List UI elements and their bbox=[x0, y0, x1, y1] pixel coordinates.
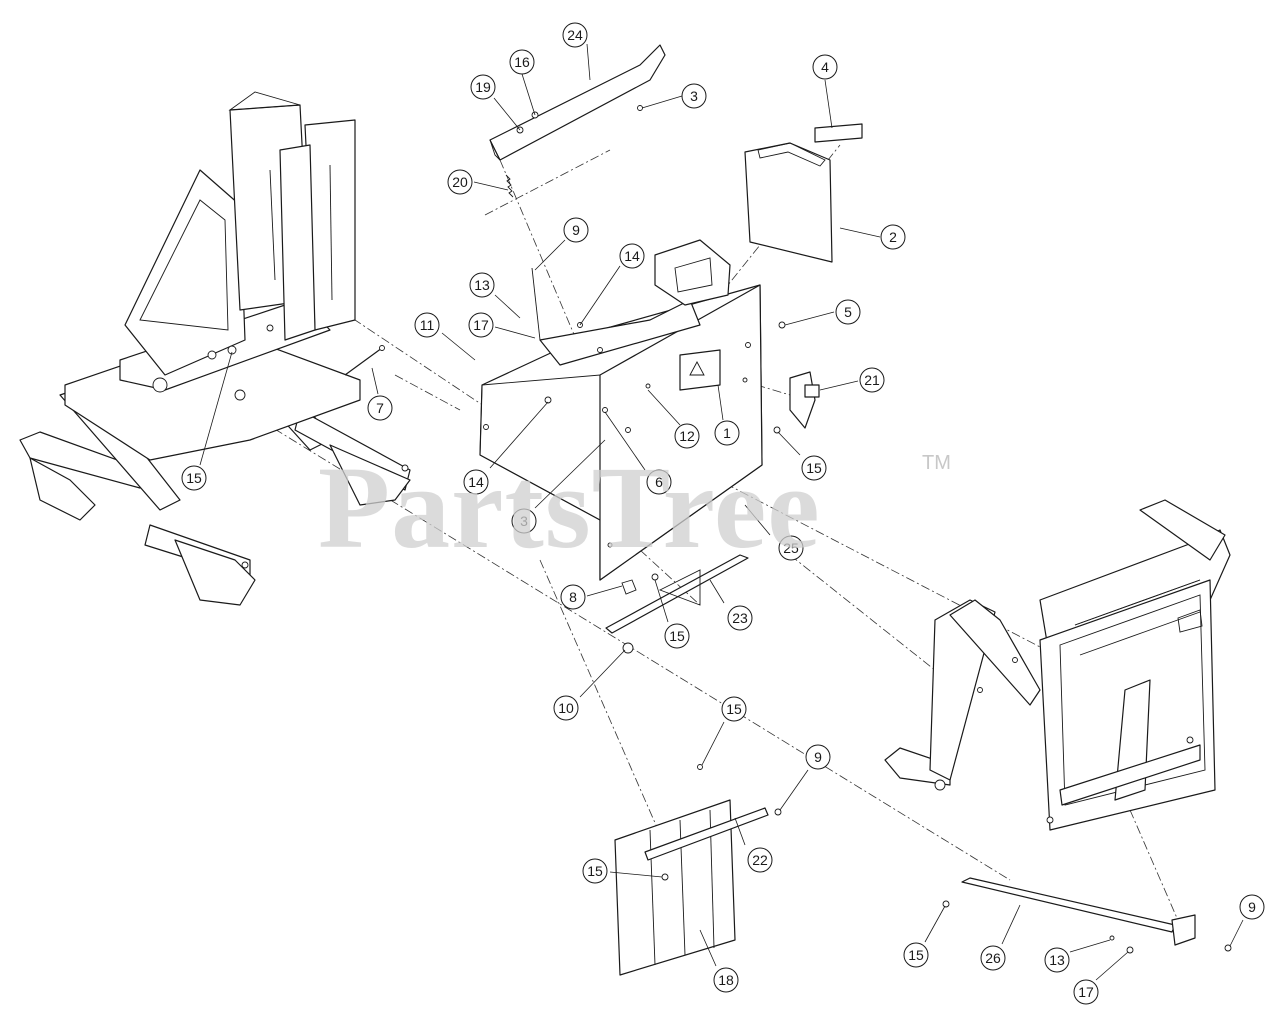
callout-9: 9 bbox=[1239, 894, 1265, 920]
callout-18: 18 bbox=[713, 967, 739, 993]
main-frame-assembly bbox=[19, 91, 411, 606]
svg-text:22: 22 bbox=[752, 852, 768, 868]
callout-14: 14 bbox=[619, 243, 645, 269]
svg-text:13: 13 bbox=[474, 277, 490, 293]
callout-11: 11 bbox=[414, 312, 440, 338]
callout-20: 20 bbox=[447, 169, 473, 195]
svg-text:9: 9 bbox=[1248, 899, 1256, 915]
svg-text:26: 26 bbox=[985, 950, 1001, 966]
svg-text:15: 15 bbox=[186, 470, 202, 486]
svg-text:15: 15 bbox=[669, 628, 685, 644]
bracket bbox=[773, 321, 820, 434]
svg-text:25: 25 bbox=[783, 540, 799, 556]
svg-text:24: 24 bbox=[567, 27, 583, 43]
callout-2: 2 bbox=[880, 224, 906, 250]
svg-text:6: 6 bbox=[655, 474, 663, 490]
pivot-rod bbox=[605, 554, 749, 654]
callout-13: 13 bbox=[1044, 947, 1070, 973]
svg-text:3: 3 bbox=[520, 513, 528, 529]
callout-14: 14 bbox=[463, 469, 489, 495]
side-panel-2 bbox=[744, 142, 833, 263]
callout-5: 5 bbox=[835, 299, 861, 325]
bottom-brace bbox=[942, 877, 1232, 954]
partstree-watermark: PartsTree bbox=[318, 442, 821, 573]
callout-1: 1 bbox=[714, 420, 740, 446]
callout-8: 8 bbox=[560, 584, 586, 610]
svg-text:15: 15 bbox=[908, 947, 924, 963]
svg-text:15: 15 bbox=[587, 863, 603, 879]
svg-text:15: 15 bbox=[726, 701, 742, 717]
svg-text:21: 21 bbox=[864, 372, 880, 388]
callout-3: 3 bbox=[681, 83, 707, 109]
callout-9: 9 bbox=[563, 217, 589, 243]
callout-7: 7 bbox=[367, 395, 393, 421]
callout-15: 15 bbox=[721, 696, 747, 722]
callout-21: 21 bbox=[859, 367, 885, 393]
svg-text:23: 23 bbox=[732, 610, 748, 626]
svg-text:9: 9 bbox=[572, 222, 580, 238]
leader-lines bbox=[199, 43, 1244, 981]
callout-10: 10 bbox=[553, 695, 579, 721]
spring bbox=[505, 174, 514, 198]
callout-15: 15 bbox=[582, 858, 608, 884]
callout-23: 23 bbox=[727, 605, 753, 631]
callout-15: 15 bbox=[664, 623, 690, 649]
svg-text:17: 17 bbox=[473, 317, 489, 333]
svg-text:14: 14 bbox=[624, 248, 640, 264]
operator-guard-assembly bbox=[884, 499, 1231, 831]
callout-22: 22 bbox=[747, 847, 773, 873]
callout-9: 9 bbox=[805, 744, 831, 770]
svg-text:2: 2 bbox=[889, 229, 897, 245]
svg-text:11: 11 bbox=[420, 317, 435, 333]
svg-text:3: 3 bbox=[690, 88, 698, 104]
callout-13: 13 bbox=[469, 272, 495, 298]
svg-text:5: 5 bbox=[844, 304, 852, 320]
callout-15: 15 bbox=[181, 465, 207, 491]
svg-text:19: 19 bbox=[475, 79, 491, 95]
svg-text:18: 18 bbox=[718, 972, 734, 988]
callout-15: 15 bbox=[903, 942, 929, 968]
callout-3: 3 bbox=[511, 508, 537, 534]
callout-26: 26 bbox=[980, 945, 1006, 971]
trademark-symbol: TM bbox=[922, 452, 951, 474]
svg-text:12: 12 bbox=[679, 428, 695, 444]
svg-text:20: 20 bbox=[452, 174, 468, 190]
callout-25: 25 bbox=[778, 535, 804, 561]
callout-4: 4 bbox=[812, 54, 838, 80]
lower-chute-flap bbox=[614, 764, 782, 976]
svg-text:15: 15 bbox=[806, 460, 822, 476]
callout-24: 24 bbox=[562, 22, 588, 48]
warning-decal bbox=[679, 349, 721, 391]
svg-text:1: 1 bbox=[723, 425, 731, 441]
callout-17: 17 bbox=[468, 312, 494, 338]
callout-6: 6 bbox=[646, 469, 672, 495]
callout-16: 16 bbox=[509, 49, 535, 75]
svg-text:8: 8 bbox=[569, 589, 577, 605]
decal-panel bbox=[744, 123, 863, 263]
svg-text:4: 4 bbox=[821, 59, 829, 75]
callout-12: 12 bbox=[674, 423, 700, 449]
svg-text:7: 7 bbox=[376, 400, 384, 416]
svg-text:16: 16 bbox=[514, 54, 530, 70]
long-bolt bbox=[344, 345, 385, 376]
decal-4 bbox=[814, 123, 863, 143]
callout-15: 15 bbox=[801, 455, 827, 481]
svg-text:14: 14 bbox=[468, 474, 484, 490]
svg-text:13: 13 bbox=[1049, 952, 1065, 968]
svg-text:17: 17 bbox=[1078, 984, 1094, 1000]
callout-17: 17 bbox=[1073, 979, 1099, 1005]
svg-text:9: 9 bbox=[814, 749, 822, 765]
svg-text:10: 10 bbox=[558, 700, 574, 716]
callout-19: 19 bbox=[470, 74, 496, 100]
